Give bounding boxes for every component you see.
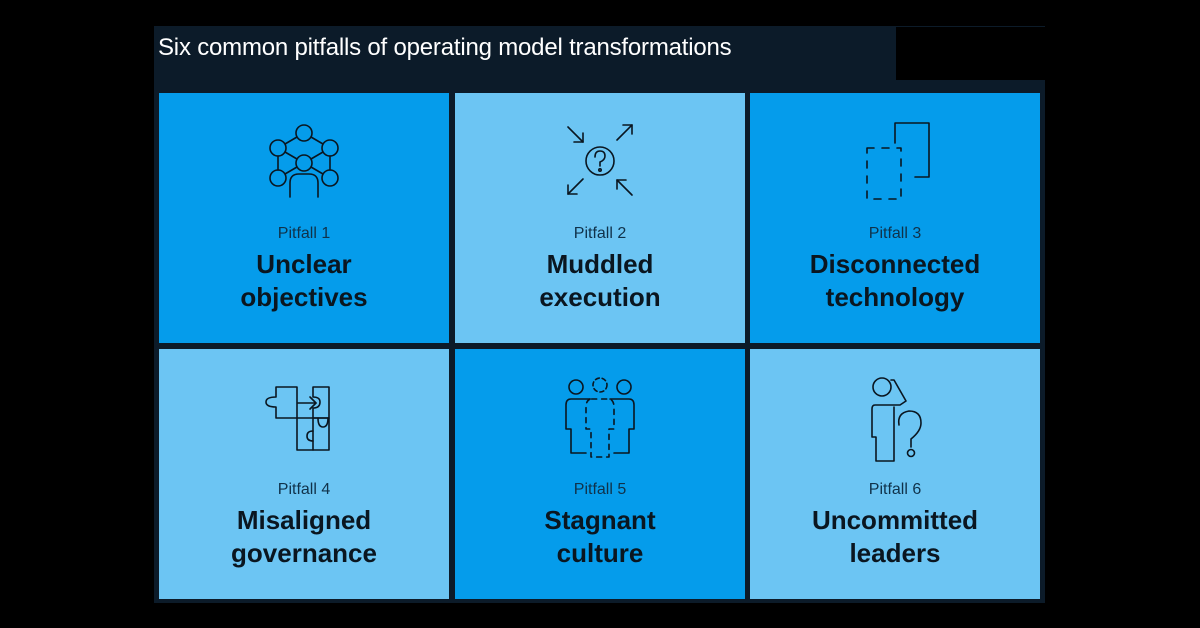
pitfall-card-3: Pitfall 3 Disconnected technology bbox=[750, 93, 1040, 343]
pitfall-name-line2: leaders bbox=[849, 538, 941, 568]
question-arrows-icon bbox=[550, 117, 650, 217]
pitfall-name-line2: technology bbox=[825, 282, 965, 312]
pitfall-name-line1: Uncommitted bbox=[811, 505, 979, 535]
title-notch bbox=[896, 27, 1045, 80]
infographic-frame: Six common pitfalls of operating model t… bbox=[154, 26, 1045, 603]
pitfall-number: Pitfall 5 bbox=[573, 481, 627, 498]
disconnected-squares-icon bbox=[845, 117, 945, 217]
pitfall-name-line1: Unclear bbox=[256, 249, 352, 279]
pitfall-name: Uncommitted leaders bbox=[750, 504, 1040, 570]
pitfall-card-5: Pitfall 5 Stagnant culture bbox=[455, 349, 745, 599]
puzzle-pieces-icon bbox=[254, 373, 354, 473]
pitfalls-grid: Pitfall 1 Unclear objectives bbox=[159, 93, 1040, 599]
pitfall-card-1: Pitfall 1 Unclear objectives bbox=[159, 93, 449, 343]
pitfall-name-line2: objectives bbox=[240, 282, 368, 312]
infographic-title: Six common pitfalls of operating model t… bbox=[158, 34, 732, 61]
pitfall-name-line1: Misaligned bbox=[236, 505, 372, 535]
pitfall-name: Stagnant culture bbox=[455, 504, 745, 570]
pitfall-name-line1: Muddled bbox=[546, 249, 654, 279]
pitfall-number: Pitfall 1 bbox=[277, 225, 331, 242]
confused-person-icon bbox=[845, 373, 945, 473]
pitfall-name-line1: Disconnected bbox=[809, 249, 981, 279]
pitfall-name-line2: execution bbox=[539, 282, 661, 312]
pitfall-number: Pitfall 6 bbox=[868, 481, 922, 498]
pitfall-card-4: Pitfall 4 Misaligned governance bbox=[159, 349, 449, 599]
pitfall-name: Unclear objectives bbox=[159, 248, 449, 314]
people-group-icon bbox=[550, 373, 650, 473]
network-person-icon bbox=[254, 117, 354, 217]
pitfall-name-line2: governance bbox=[231, 538, 377, 568]
pitfall-number: Pitfall 4 bbox=[277, 481, 331, 498]
pitfall-card-2: Pitfall 2 Muddled execution bbox=[455, 93, 745, 343]
pitfall-name-line2: culture bbox=[556, 538, 644, 568]
pitfall-number: Pitfall 3 bbox=[868, 225, 922, 242]
pitfall-number: Pitfall 2 bbox=[573, 225, 627, 242]
pitfall-name: Misaligned governance bbox=[159, 504, 449, 570]
pitfall-name: Disconnected technology bbox=[750, 248, 1040, 314]
pitfall-name-line1: Stagnant bbox=[544, 505, 656, 535]
pitfall-card-6: Pitfall 6 Uncommitted leaders bbox=[750, 349, 1040, 599]
pitfall-name: Muddled execution bbox=[455, 248, 745, 314]
